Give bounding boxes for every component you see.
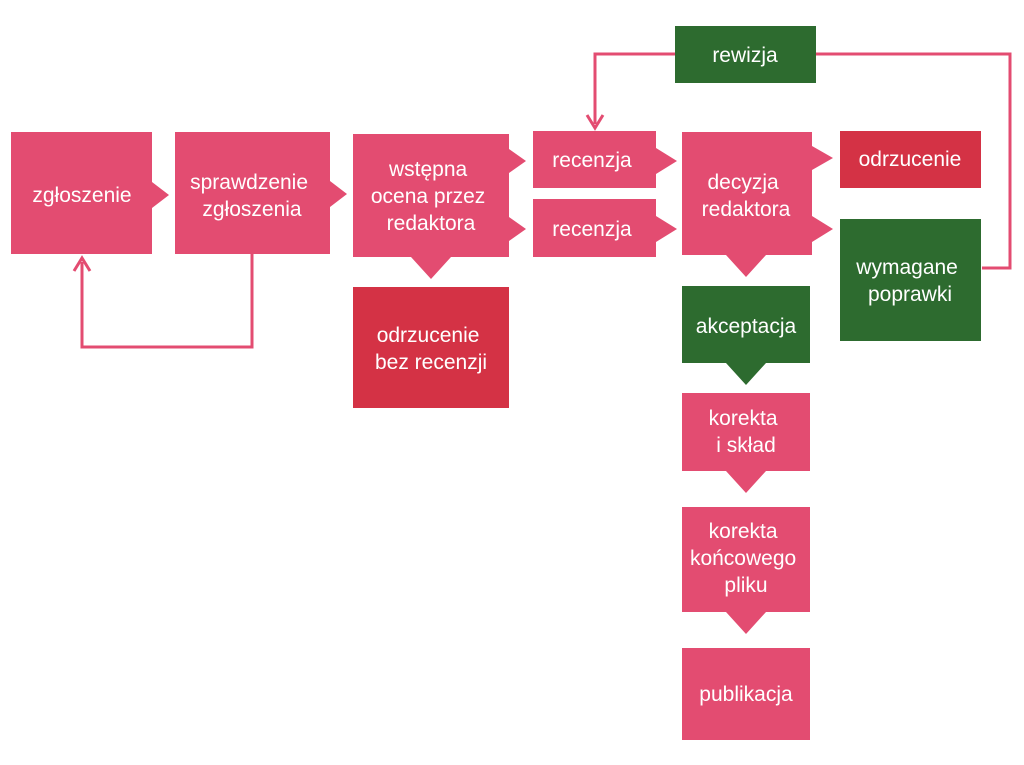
node-korekta-pliku-label: korekta końcowego pliku <box>690 520 802 597</box>
node-publikacja-shape <box>682 648 810 740</box>
node-wymagane-poprawki: wymagane poprawki <box>840 219 981 341</box>
node-korekta-pliku-shape <box>682 507 810 634</box>
node-korekta-pliku-line-2: końcowego <box>690 547 796 570</box>
node-akceptacja-label: akceptacja <box>696 315 797 338</box>
revision-arrowhead <box>585 114 605 131</box>
node-odrzucenie-label: odrzucenie <box>859 148 962 171</box>
node-sprawdzenie-line-1: sprawdzenie <box>190 171 308 194</box>
node-zgloszenie-label: zgłoszenie <box>32 184 131 207</box>
loop-back-connector <box>80 254 254 349</box>
node-odrzucenie-bez-recenzji-label: odrzucenie bez recenzji <box>375 324 487 374</box>
node-zgloszenie-shape <box>11 132 169 254</box>
node-recenzja-1-shape <box>533 131 677 188</box>
node-wstepna-ocena-line-1: wstępna <box>388 158 468 181</box>
node-akceptacja: akceptacja <box>682 286 810 385</box>
node-decyzja-label: decyzja redaktora <box>702 171 791 221</box>
node-decyzja-line-1: decyzja <box>707 171 779 194</box>
node-decyzja-line-2: redaktora <box>702 198 791 221</box>
node-wstepna-ocena-line-2: ocena przez <box>371 185 485 208</box>
node-odrzucenie-bez-recenzji-line-2: bez recenzji <box>375 351 487 374</box>
revision-connector <box>593 52 1012 270</box>
node-wymagane-poprawki-line-1: wymagane <box>855 256 958 279</box>
node-korekta-sklad: korekta i skład <box>682 393 810 493</box>
node-sprawdzenie-line-2: zgłoszenia <box>202 198 302 221</box>
node-rewizja-shape <box>675 26 816 83</box>
node-wymagane-poprawki-line-2: poprawki <box>868 283 952 306</box>
node-zgloszenie: zgłoszenie <box>11 132 169 254</box>
node-wstepna-ocena: wstępna ocena przez redaktora <box>353 134 526 279</box>
node-korekta-pliku-line-3: pliku <box>724 574 767 597</box>
node-wstepna-ocena-label: wstępna ocena przez redaktora <box>371 158 491 235</box>
node-recenzja-2-label: recenzja <box>552 218 632 241</box>
node-wstepna-ocena-shape <box>353 134 526 279</box>
node-odrzucenie-bez-recenzji-shape <box>353 287 509 408</box>
node-korekta-pliku-line-1: korekta <box>709 520 778 543</box>
node-recenzja-2-shape <box>533 199 677 257</box>
node-decyzja-shape <box>682 132 833 277</box>
node-odrzucenie-bez-recenzji: odrzucenie bez recenzji <box>353 287 509 408</box>
node-publikacja: publikacja <box>682 648 810 740</box>
node-wymagane-poprawki-shape <box>840 219 981 341</box>
node-recenzja-1: recenzja <box>533 131 677 188</box>
node-rewizja-label: rewizja <box>712 44 778 67</box>
node-rewizja: rewizja <box>675 26 816 83</box>
node-odrzucenie-shape <box>840 131 981 188</box>
node-sprawdzenie-shape <box>175 132 347 254</box>
node-wymagane-poprawki-label: wymagane poprawki <box>855 256 963 306</box>
node-korekta-pliku: korekta końcowego pliku <box>682 507 810 634</box>
node-sprawdzenie-label: sprawdzenie zgłoszenia <box>190 171 314 221</box>
node-recenzja-1-label: recenzja <box>552 149 632 172</box>
node-korekta-sklad-shape <box>682 393 810 493</box>
node-korekta-sklad-label: korekta i skład <box>709 407 784 457</box>
node-odrzucenie-bez-recenzji-line-1: odrzucenie <box>377 324 480 347</box>
node-decyzja: decyzja redaktora <box>682 132 833 277</box>
node-recenzja-2: recenzja <box>533 199 677 257</box>
node-wstepna-ocena-line-3: redaktora <box>387 212 476 235</box>
node-odrzucenie: odrzucenie <box>840 131 981 188</box>
node-sprawdzenie: sprawdzenie zgłoszenia <box>175 132 347 254</box>
loop-back-arrowhead <box>72 255 92 272</box>
node-akceptacja-shape <box>682 286 810 385</box>
node-korekta-sklad-line-1: korekta <box>709 407 778 430</box>
node-korekta-sklad-line-2: i skład <box>716 434 776 457</box>
node-publikacja-label: publikacja <box>699 683 793 706</box>
